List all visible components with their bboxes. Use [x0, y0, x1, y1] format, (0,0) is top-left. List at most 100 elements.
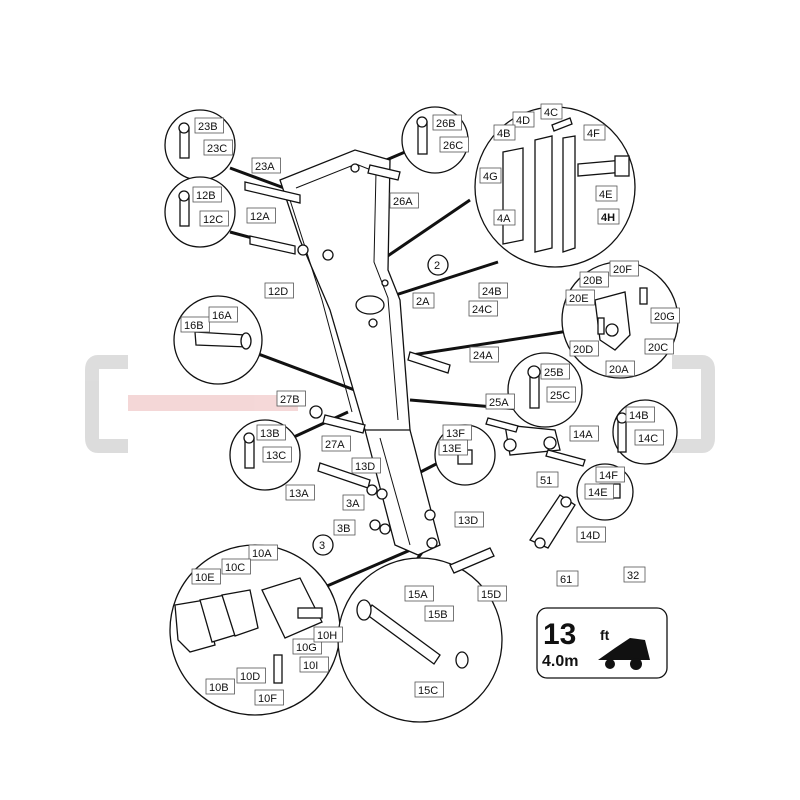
callout-label-c13D2: 13D	[458, 515, 478, 527]
callout-box-c20G	[650, 307, 680, 324]
callout-box-c24C	[468, 300, 498, 317]
callout-label-c10H: 10H	[317, 630, 337, 642]
linkage-parts	[449, 417, 586, 574]
callout-box-c24A	[469, 346, 499, 363]
callout-box-c4H	[597, 208, 620, 225]
callout-box-c4E	[595, 185, 618, 202]
callout-box-c51	[536, 471, 559, 488]
callout-label-c24A: 24A	[473, 350, 493, 362]
callout-label-c3A: 3A	[346, 498, 360, 510]
callout-box-c10E	[191, 568, 221, 585]
callout-label-c4F: 4F	[587, 128, 600, 140]
callout-label-c12A: 12A	[250, 211, 270, 223]
decal-metric: 4.0m	[542, 653, 578, 670]
callout-box-c25B	[540, 363, 570, 380]
callout-label-c15B: 15B	[428, 609, 448, 621]
callout-box-c14C	[634, 429, 664, 446]
callout-label-c13C: 13C	[266, 450, 286, 462]
callout-label-c4B: 4B	[497, 128, 510, 140]
callout-label-c24C: 24C	[472, 304, 492, 316]
callout-label-c61: 61	[560, 574, 572, 586]
callout-label-c26C: 26C	[443, 140, 463, 152]
callout-label-c16A: 16A	[212, 310, 232, 322]
callout-label-c20C: 20C	[648, 342, 668, 354]
callout-box-c3B	[333, 519, 356, 536]
callout-box-c14A	[569, 425, 599, 442]
callout-label-c20F: 20F	[613, 264, 632, 276]
callout-box-c27B	[276, 390, 306, 407]
callout-box-c23C	[203, 139, 233, 156]
callout-box-c20C	[644, 338, 674, 355]
callout-box-c26A	[389, 192, 419, 209]
callout-box-c10B	[205, 678, 235, 695]
callout-box-c13C	[262, 446, 292, 463]
callout-box-c26B	[432, 114, 462, 131]
callout-box-c25A	[485, 393, 515, 410]
callout-box-c10I	[299, 656, 329, 673]
callout-box-c3A	[342, 494, 365, 511]
callout-label-c4E: 4E	[599, 189, 612, 201]
callout-label-c20G: 20G	[654, 311, 675, 323]
callout-label-c14A: 14A	[573, 429, 593, 441]
callout-box-c15D	[477, 585, 507, 602]
callout-label-c10D: 10D	[240, 671, 260, 683]
callout-label-c14B: 14B	[629, 410, 649, 422]
callout-label-c25A: 25A	[489, 397, 509, 409]
callout-label-c20E: 20E	[569, 293, 589, 305]
callout-label-c15C: 15C	[418, 685, 438, 697]
backhoe-icon	[598, 638, 650, 660]
callout-box-c15C	[414, 681, 444, 698]
callout-label-c12C: 12C	[203, 214, 223, 226]
callout-box-c13E	[438, 439, 468, 456]
callout-label-c14D: 14D	[580, 530, 600, 542]
callout-box-c4C	[540, 103, 563, 120]
callout-label-c14C: 14C	[638, 433, 658, 445]
callout-box-c15B	[424, 605, 454, 622]
callout-label-c4C: 4C	[544, 107, 558, 119]
callout-box-c2A	[412, 292, 435, 309]
callout-box-c26C	[439, 136, 469, 153]
callout-box-c16B	[180, 316, 210, 333]
callout-label-c3: 3	[319, 540, 325, 552]
callout-box-c15A	[404, 585, 434, 602]
callout-label-c20B: 20B	[583, 275, 603, 287]
callout-box-c14F	[595, 466, 625, 483]
callout-label-c13F: 13F	[446, 428, 465, 440]
callout-label-c16B: 16B	[184, 320, 204, 332]
callout-label-c25B: 25B	[544, 367, 564, 379]
callout-label-c14E: 14E	[588, 487, 608, 499]
callout-circle-c2	[427, 254, 449, 276]
decal-32: 13 ft 4.0m	[536, 607, 668, 679]
detail-circle-10	[169, 544, 341, 716]
callout-box-c4B	[493, 124, 516, 141]
callout-box-c32	[623, 566, 646, 583]
callout-box-c10A	[248, 544, 278, 561]
callout-box-c4G	[479, 167, 502, 184]
callout-box-c20A	[605, 360, 635, 377]
decal-big-unit: ft	[600, 627, 610, 643]
callout-label-c20D: 20D	[573, 344, 593, 356]
callout-label-c4A: 4A	[497, 213, 511, 225]
callout-label-c14F: 14F	[599, 470, 618, 482]
callout-label-c10G: 10G	[296, 642, 317, 654]
callout-label-c27B: 27B	[280, 394, 300, 406]
callout-label-c13E: 13E	[442, 443, 462, 455]
callout-box-c23B	[194, 117, 224, 134]
callout-label-c12D: 12D	[268, 286, 288, 298]
callout-label-c51: 51	[540, 475, 552, 487]
callout-box-c12C	[199, 210, 229, 227]
callout-box-c13A	[285, 484, 315, 501]
callout-box-c12D	[264, 282, 294, 299]
callout-box-c4A	[493, 209, 516, 226]
callout-box-c4F	[583, 124, 606, 141]
callout-circle-c3	[312, 534, 334, 556]
decal-big-number: 13	[543, 618, 576, 651]
callout-box-c25C	[546, 386, 576, 403]
dipper-arm	[244, 149, 451, 556]
callout-label-c2: 2	[434, 260, 440, 272]
callout-box-c61	[556, 570, 579, 587]
callout-label-c15D: 15D	[481, 589, 501, 601]
